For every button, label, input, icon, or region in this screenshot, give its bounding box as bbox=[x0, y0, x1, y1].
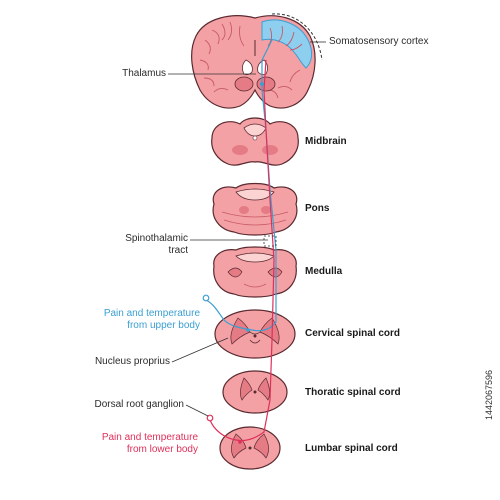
brain-coronal-section bbox=[191, 13, 323, 109]
label-pain-temperature-lower: Pain and temperature from lower body bbox=[101, 432, 198, 455]
leader-lines bbox=[168, 41, 326, 417]
label-thalamus: Thalamus bbox=[122, 68, 166, 79]
dorsal-root-ganglion-marker bbox=[206, 414, 214, 422]
thoratic-cord-section bbox=[222, 370, 288, 414]
spinothalamic-dashed-box bbox=[263, 235, 277, 247]
leader-nucleus-proprius bbox=[171, 337, 229, 363]
lumbar-cord-section bbox=[219, 426, 281, 470]
image-id-watermark: 1442067596 bbox=[484, 369, 494, 420]
cervical-cord-section bbox=[214, 309, 296, 359]
medulla-section bbox=[213, 246, 297, 298]
label-somatosensory-cortex: Somatosensory cortex bbox=[329, 36, 429, 47]
label-pons: Pons bbox=[305, 203, 330, 214]
leader-dorsal-root bbox=[185, 404, 209, 417]
label-dorsal-root-ganglion: Dorsal root ganglion bbox=[94, 399, 185, 410]
upper-ganglion-marker bbox=[202, 294, 210, 302]
label-lumbar-spinal-cord: Lumbar spinal cord bbox=[305, 443, 398, 454]
midbrain-section bbox=[211, 117, 299, 166]
label-cervical-spinal-cord: Cervical spinal cord bbox=[305, 328, 401, 339]
pain-temperature-pathways bbox=[202, 39, 277, 444]
label-nucleus-proprius: Nucleus proprius bbox=[94, 356, 170, 367]
label-pain-temperature-upper: Pain and temperature from upper body bbox=[103, 308, 200, 331]
label-midbrain: Midbrain bbox=[305, 136, 347, 147]
label-thoratic-spinal-cord: Thoratic spinal cord bbox=[305, 387, 401, 398]
lower-body-pathway bbox=[209, 59, 275, 442]
pons-section bbox=[212, 182, 298, 236]
label-spinothalamic-tract: Spinothalamic tract bbox=[125, 233, 188, 256]
label-medulla: Medulla bbox=[305, 266, 343, 277]
